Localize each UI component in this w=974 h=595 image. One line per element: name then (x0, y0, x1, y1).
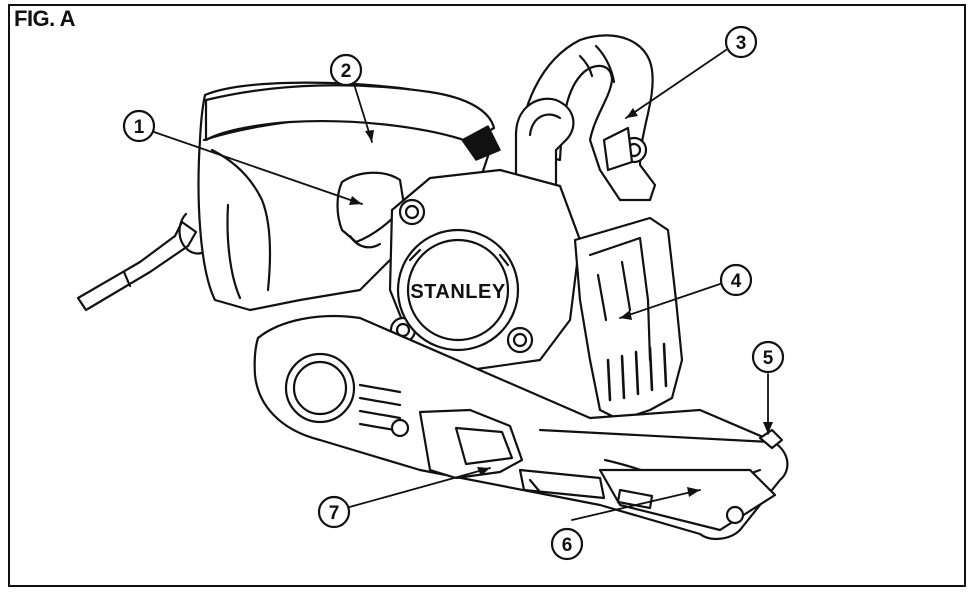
svg-text:3: 3 (736, 33, 747, 54)
figure-frame (8, 4, 966, 587)
svg-text:6: 6 (562, 535, 573, 556)
callout-3: 3 (724, 25, 758, 59)
brand-logo: STANLEY (410, 281, 506, 303)
callout-7: 7 (317, 495, 351, 529)
rear-handle (204, 84, 501, 161)
power-cord (76, 212, 212, 312)
callout-6: 6 (550, 527, 584, 561)
front-handle (518, 34, 657, 202)
callout-4: 4 (719, 263, 753, 297)
callout-5: 5 (751, 340, 785, 374)
svg-text:1: 1 (134, 117, 145, 138)
figure-title: FIG. A (14, 6, 75, 31)
svg-text:5: 5 (763, 348, 774, 369)
callout-2: 2 (329, 53, 363, 87)
svg-text:4: 4 (731, 271, 742, 292)
callout-1: 1 (122, 109, 156, 143)
leader-arrowheads (349, 108, 773, 497)
belt-housing (253, 314, 789, 540)
svg-text:7: 7 (329, 503, 340, 524)
motor-cap (388, 168, 582, 372)
trigger-switch (336, 171, 406, 249)
belt-release-lever (418, 408, 606, 500)
svg-text:2: 2 (341, 61, 352, 82)
